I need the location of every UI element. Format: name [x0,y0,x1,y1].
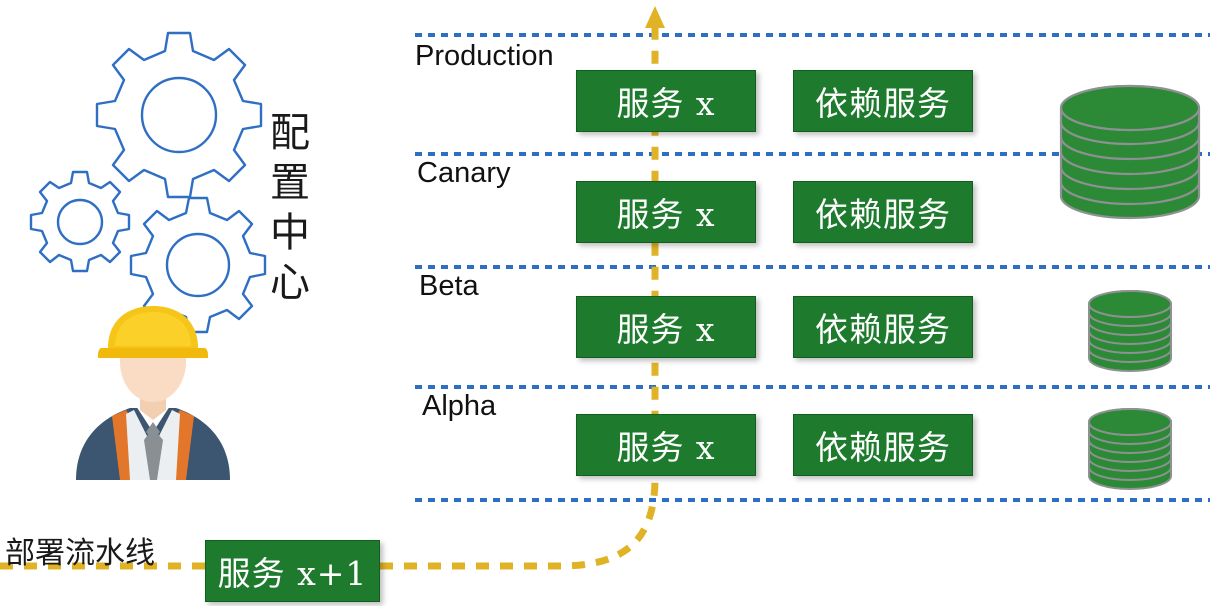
gear-icon [129,196,267,334]
env-label-canary: Canary [417,157,511,189]
service-box-canary-primary[interactable]: 服务 x [576,181,756,243]
release-service-box[interactable]: 服务 x+1 [205,540,380,602]
env-label-production: Production [415,40,554,72]
env-separator-bottom [415,498,1210,502]
database-stack-icon [1088,290,1172,372]
service-box-alpha-primary[interactable]: 服务 x [576,414,756,476]
worker-avatar-icon [76,306,230,480]
service-box-canary-dependency[interactable]: 依赖服务 [793,181,973,243]
env-separator-alpha [415,385,1210,389]
env-separator-production [415,33,1210,37]
service-box-beta-dependency[interactable]: 依赖服务 [793,296,973,358]
gear-icon [95,31,263,199]
env-separator-beta [415,265,1210,269]
database-stack-icon [1059,84,1201,220]
service-box-beta-primary[interactable]: 服务 x [576,296,756,358]
config-center-label: 配 置 中 心 [270,110,310,306]
env-separator-canary [415,152,1210,156]
service-box-production-primary[interactable]: 服务 x [576,70,756,132]
pipeline-label: 部署流水线 [5,536,155,571]
service-box-alpha-dependency[interactable]: 依赖服务 [793,414,973,476]
service-box-production-dependency[interactable]: 依赖服务 [793,70,973,132]
gear-icon [29,170,131,273]
env-label-alpha: Alpha [422,390,497,422]
env-label-beta: Beta [419,270,479,302]
database-stack-icon [1088,408,1172,490]
